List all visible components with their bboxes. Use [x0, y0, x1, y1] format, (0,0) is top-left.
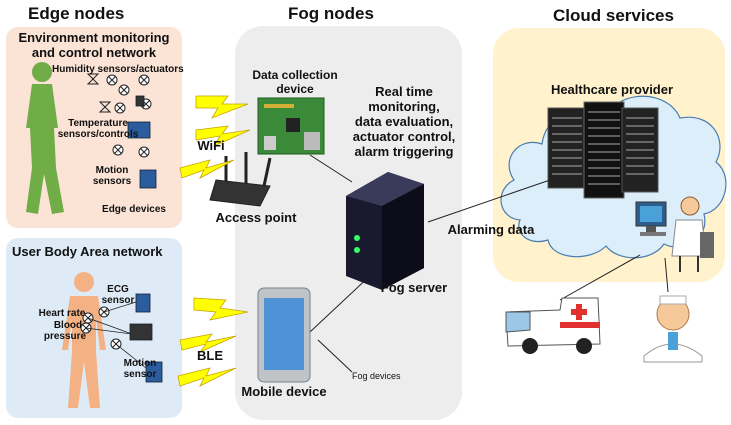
heart-rate-label: Heart rate: [38, 308, 86, 319]
body-sensor-boards: [129, 293, 163, 383]
cloud-to-doctor-line: [664, 257, 669, 293]
human-body-icon: [62, 272, 106, 408]
realtime-line-2: monitoring,: [368, 99, 440, 114]
fog-devices-label: Fog devices: [352, 371, 401, 381]
sensor-symbol: [112, 144, 124, 156]
ecg-label-1: ECG: [107, 284, 129, 295]
lightning-bolt-icon: [193, 297, 249, 321]
sensor-board-icon: [129, 323, 153, 341]
data-collection-board-icon: [257, 97, 325, 155]
lightning-bolt-icon: [195, 95, 249, 119]
wifi-label: WiFi: [197, 138, 225, 153]
fog-server-icon: [346, 172, 424, 290]
realtime-line-3: data evaluation,: [354, 114, 454, 129]
env-network-title-1: Environment monitoring: [18, 30, 170, 45]
doctor-avatar-icon: [643, 295, 703, 363]
walking-person-icon: [26, 62, 64, 214]
ecg-label-2: sensor: [101, 295, 135, 306]
data-collection-label-2: device: [276, 82, 314, 96]
blood-pressure-label-2: pressure: [43, 331, 87, 342]
lightning-bolt-icon: [179, 333, 237, 353]
sensor-board-icon: [127, 121, 151, 139]
sensor-symbol: [106, 74, 118, 86]
wireless-bolts: [177, 95, 251, 387]
data-collection-label-1: Data collection: [252, 68, 338, 82]
mobile-device-label: Mobile device: [241, 384, 327, 399]
alarming-data-label: Alarming data: [447, 222, 535, 237]
healthcare-provider-label: Healthcare provider: [550, 82, 674, 97]
blood-pressure-label-1: Blood: [53, 320, 83, 331]
collector-to-server-line: [309, 154, 353, 183]
lightning-bolt-icon: [177, 367, 237, 387]
doctor-computer-icon: [635, 196, 714, 272]
sensor-symbol: [114, 102, 126, 114]
fog-nodes-header: Fog nodes: [288, 4, 374, 23]
sensor-board-icon: [135, 95, 145, 107]
lightning-bolt-icon: [195, 125, 251, 147]
body-sensor-leaders: [85, 301, 147, 369]
realtime-line-4: actuator control,: [352, 129, 456, 144]
sensor-symbol: [118, 84, 130, 96]
body-motion-label-2: sensor: [123, 369, 157, 380]
server-rack-icon: [547, 101, 659, 199]
edge-nodes-header: Edge nodes: [28, 4, 125, 23]
actuator-symbol: [86, 73, 100, 85]
cloud-services-header: Cloud services: [553, 6, 674, 25]
sensor-board-icon: [145, 361, 163, 383]
temperature-label-2: sensors/controls: [57, 129, 139, 140]
sensor-board-icon: [135, 293, 151, 313]
fog-server-label: Fog server: [380, 280, 448, 295]
edge-sensor-boards: [127, 95, 157, 189]
access-point-label: Access point: [215, 210, 297, 225]
motion-label-2: sensors: [92, 176, 132, 187]
realtime-line-5: alarm triggering: [354, 144, 454, 159]
fog-devices-pointer: [317, 339, 353, 373]
actuator-symbol: [98, 101, 112, 113]
fog-to-cloud-line: [427, 179, 551, 223]
cloud-to-ambulance-line: [559, 254, 641, 301]
ble-label: BLE: [197, 348, 223, 363]
humidity-label: Humidity sensors/actuators: [52, 64, 184, 75]
motion-label-1: Motion: [95, 165, 129, 176]
sensor-board-icon: [139, 169, 157, 189]
edge-sensor-symbols: [86, 73, 152, 158]
temperature-label-1: Temperature: [68, 118, 128, 129]
access-point-icon: [209, 152, 272, 207]
lightning-bolt-icon: [179, 159, 235, 179]
realtime-line-1: Real time: [375, 84, 433, 99]
edge-devices-label: Edge devices: [102, 204, 166, 215]
sensor-symbol: [138, 146, 150, 158]
env-network-title-2: and control network: [31, 45, 157, 60]
sensor-symbol: [138, 74, 150, 86]
body-motion-label-1: Motion: [123, 358, 157, 369]
mobile-device-icon: [257, 287, 311, 383]
ambulance-icon: [505, 297, 601, 354]
body-network-title: User Body Area network: [12, 244, 163, 259]
